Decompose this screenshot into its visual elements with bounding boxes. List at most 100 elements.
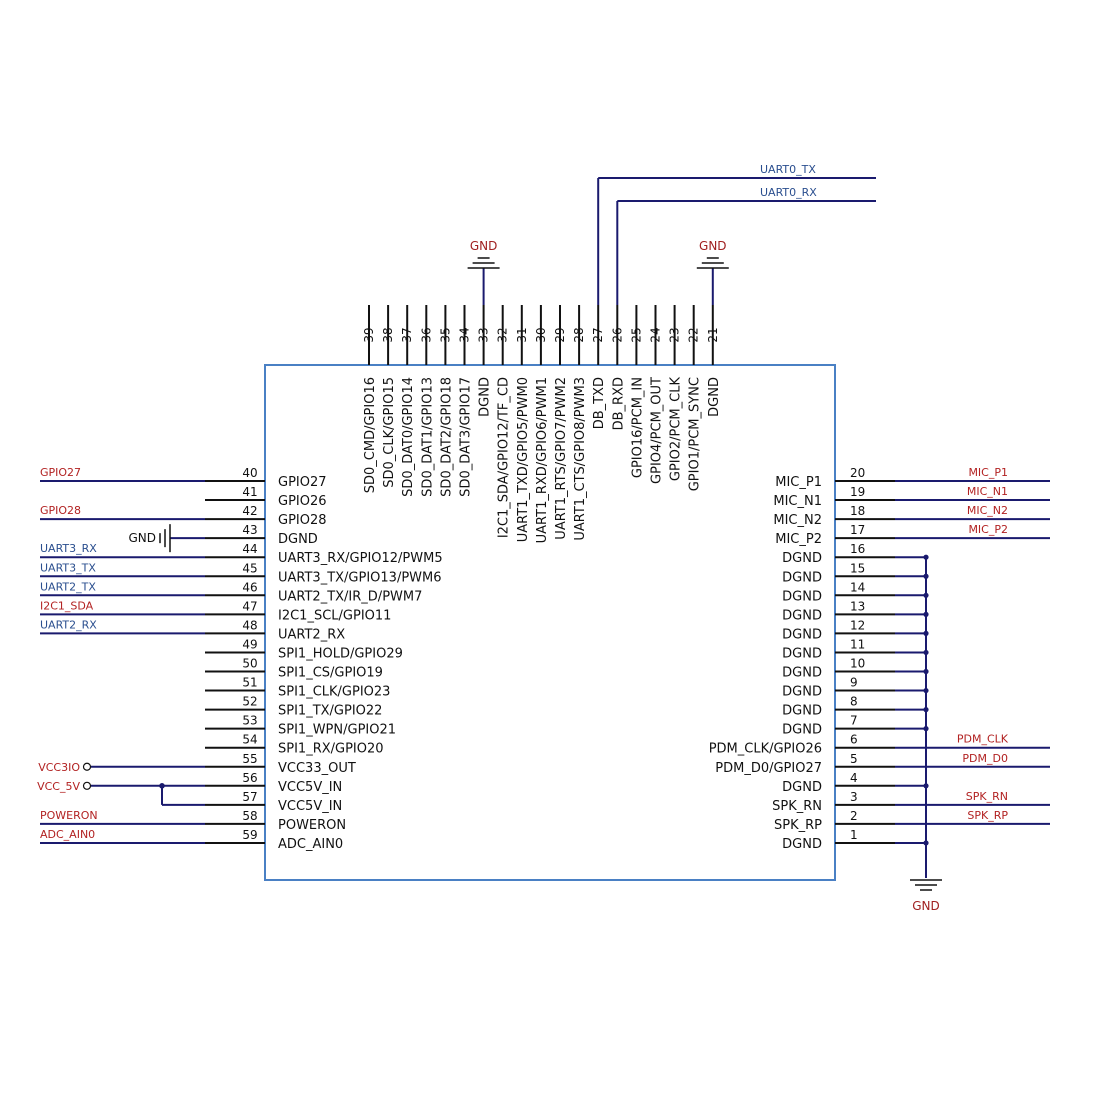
net-label-left: POWERON bbox=[40, 809, 98, 822]
left-pin-name: I2C1_SCL/GPIO11 bbox=[278, 608, 391, 623]
junction-dot bbox=[923, 554, 929, 560]
left-pin-name: SPI1_HOLD/GPIO29 bbox=[278, 646, 403, 661]
net-label-left: UART2_RX bbox=[40, 618, 97, 631]
right-pin-number: 6 bbox=[850, 733, 858, 747]
left-pin-name: ADC_AIN0 bbox=[278, 837, 343, 852]
top-pin-name: DB_TXD bbox=[592, 377, 607, 429]
junction-dot bbox=[923, 687, 929, 694]
top-pin-name: SD0_CLK/GPIO15 bbox=[382, 377, 397, 488]
right-pin-name: DGND bbox=[782, 704, 822, 719]
right-pin-name: DGND bbox=[782, 646, 822, 661]
net-label-left: GPIO28 bbox=[40, 504, 81, 517]
left-pin-number: 48 bbox=[242, 618, 257, 632]
left-pin-number: 53 bbox=[242, 714, 257, 728]
junction-dot bbox=[923, 668, 929, 675]
top-pin-name: DGND bbox=[478, 377, 493, 417]
gnd-symbol-left bbox=[159, 524, 171, 553]
left-pin-number: 52 bbox=[242, 695, 257, 709]
gnd-symbol-bottom-right bbox=[910, 879, 942, 891]
top-pin-name: SD0_DAT0/GPIO14 bbox=[401, 377, 416, 497]
net-label-left: VCC_5V bbox=[37, 780, 80, 793]
right-pin-number: 2 bbox=[850, 809, 858, 823]
top-pin-number: 34 bbox=[458, 327, 472, 342]
left-pin-number: 58 bbox=[242, 809, 257, 823]
junction-dot bbox=[923, 707, 929, 713]
top-pin-name: SD0_DAT3/GPIO17 bbox=[459, 377, 474, 497]
top-pin-number: 21 bbox=[706, 327, 720, 342]
net-label-left: GPIO27 bbox=[40, 466, 81, 479]
left-pin-name: VCC5V_IN bbox=[278, 799, 342, 814]
left-pin-number: 51 bbox=[242, 676, 257, 690]
junction-dot bbox=[923, 592, 929, 598]
right-pin-name: PDM_D0/GPIO27 bbox=[715, 761, 822, 776]
power-port bbox=[82, 781, 92, 790]
top-pin-number: 36 bbox=[419, 327, 433, 342]
top-pin-name: SD0_CMD/GPIO16 bbox=[363, 377, 378, 493]
right-pin-name: DGND bbox=[782, 570, 822, 585]
gnd-label: GND bbox=[912, 899, 940, 913]
gnd-symbol-top-21 bbox=[696, 257, 729, 269]
net-label-right: MIC_P1 bbox=[968, 466, 1008, 479]
top-pin-number: 25 bbox=[629, 327, 643, 342]
left-pin-name: UART3_TX/GPIO13/PWM6 bbox=[278, 570, 442, 585]
net-label-right: MIC_N1 bbox=[967, 485, 1008, 498]
left-pin-name: VCC33_OUT bbox=[278, 761, 356, 776]
chip-outline bbox=[264, 364, 836, 881]
right-pin-number: 18 bbox=[850, 504, 865, 518]
top-pin-name: SD0_DAT1/GPIO13 bbox=[420, 377, 435, 497]
right-pin-number: 17 bbox=[850, 523, 865, 537]
labels: 39SD0_CMD/GPIO1638SD0_CLK/GPIO1537SD0_DA… bbox=[37, 163, 1009, 913]
gnd-label: GND bbox=[128, 531, 156, 545]
top-pin-name: DGND bbox=[707, 377, 722, 417]
right-pin-name: DGND bbox=[782, 685, 822, 700]
net-label-right: PDM_CLK bbox=[957, 733, 1009, 746]
right-pin-name: DGND bbox=[782, 608, 822, 623]
net-label-uart0-rx: UART0_RX bbox=[760, 186, 817, 199]
right-pin-number: 12 bbox=[850, 618, 865, 632]
junction-dot bbox=[923, 630, 929, 637]
junction-dot bbox=[923, 840, 929, 846]
top-pin-number: 31 bbox=[515, 327, 529, 342]
net-label-left: I2C1_SDA bbox=[40, 599, 94, 612]
right-pin-number: 3 bbox=[850, 790, 858, 804]
top-pin-number: 22 bbox=[687, 327, 701, 342]
gnd-symbols bbox=[82, 257, 942, 891]
left-pin-name: GPIO26 bbox=[278, 494, 327, 509]
top-pin-number: 24 bbox=[649, 327, 663, 342]
left-pin-name: SPI1_CLK/GPIO23 bbox=[278, 685, 390, 700]
top-pin-name: DB_RXD bbox=[611, 377, 626, 430]
top-pin-name: UART1_CTS/GPIO8/PWM3 bbox=[573, 377, 588, 541]
net-label-left: UART3_RX bbox=[40, 542, 97, 555]
top-pin-number: 29 bbox=[553, 327, 567, 342]
top-pin-name: I2C1_SDA/GPIO12/TF_CD bbox=[497, 377, 512, 538]
left-pin-name: GPIO28 bbox=[278, 513, 327, 528]
right-pin-name: MIC_P2 bbox=[775, 532, 822, 547]
left-pin-name: UART2_RX bbox=[278, 627, 345, 642]
junction-dot bbox=[923, 611, 929, 617]
net-label-left: UART3_TX bbox=[40, 561, 96, 574]
left-pin-name: GPIO27 bbox=[278, 475, 327, 490]
net-label-right: MIC_N2 bbox=[967, 504, 1008, 517]
net-label-right: MIC_P2 bbox=[968, 523, 1008, 536]
left-pin-name: SPI1_TX/GPIO22 bbox=[278, 704, 382, 719]
right-pin-number: 14 bbox=[850, 580, 865, 594]
top-pin-number: 26 bbox=[610, 327, 624, 342]
left-pin-number: 57 bbox=[242, 790, 257, 804]
right-pin-number: 4 bbox=[850, 771, 858, 785]
right-pin-number: 1 bbox=[850, 828, 858, 842]
right-pin-number: 16 bbox=[850, 542, 865, 556]
right-pin-name: MIC_N2 bbox=[773, 513, 822, 528]
left-pin-number: 59 bbox=[242, 828, 257, 842]
left-pin-number: 54 bbox=[242, 733, 257, 747]
right-pin-name: DGND bbox=[782, 589, 822, 604]
net-label-left: ADC_AIN0 bbox=[40, 828, 95, 841]
net-label-left: UART2_TX bbox=[40, 580, 96, 593]
right-pin-name: DGND bbox=[782, 723, 822, 738]
top-pin-number: 33 bbox=[477, 327, 491, 342]
right-pin-number: 7 bbox=[850, 714, 858, 728]
gnd-label: GND bbox=[470, 239, 498, 253]
right-pin-number: 9 bbox=[850, 676, 858, 690]
right-pin-number: 15 bbox=[850, 561, 865, 575]
gnd-symbol-top-33 bbox=[467, 257, 500, 269]
